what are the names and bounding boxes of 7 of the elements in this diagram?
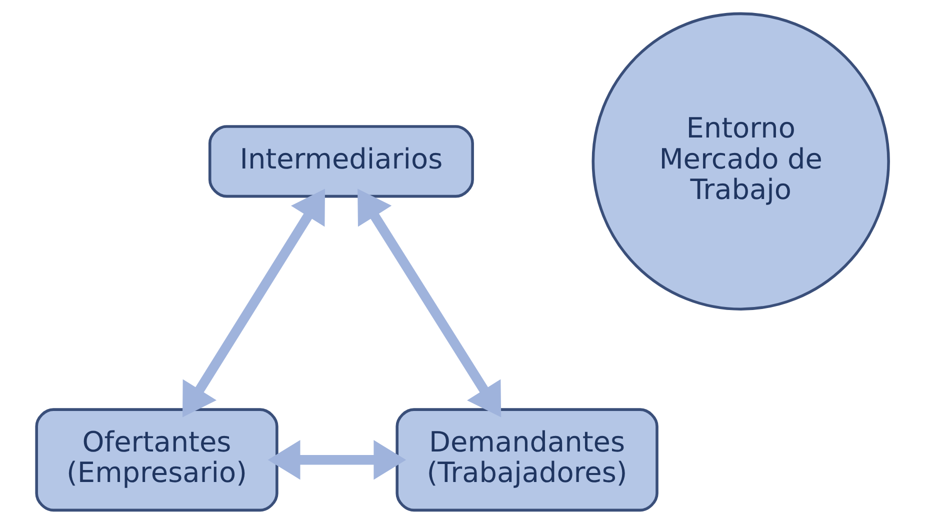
node-box: Intermediarios xyxy=(208,125,474,198)
arrow xyxy=(182,188,326,418)
node-box: Demandantes (Trabajadores) xyxy=(396,408,658,512)
node-circle: Entorno Mercado de Trabajo xyxy=(592,12,890,310)
arrow xyxy=(358,188,502,418)
node-box: Ofertantes (Empresario) xyxy=(35,408,278,512)
arrow xyxy=(268,440,406,480)
